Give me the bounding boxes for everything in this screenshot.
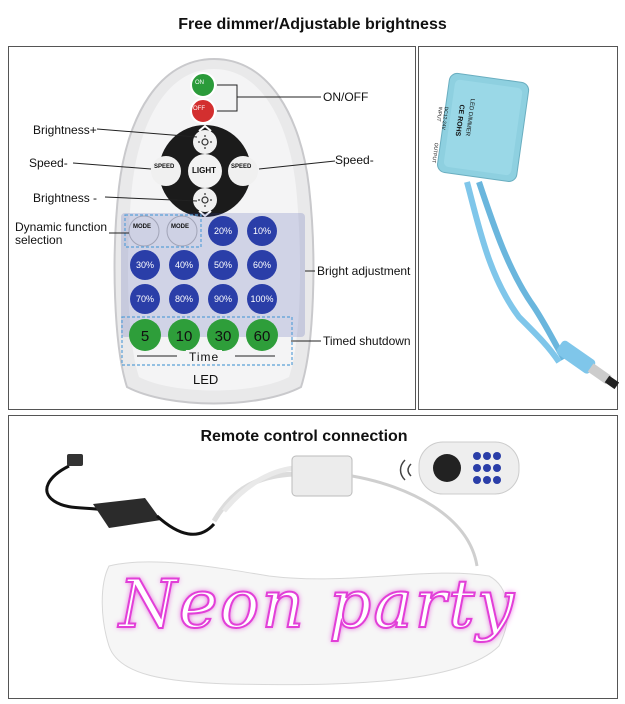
- callout-brightness-minus: Brightness -: [33, 191, 98, 205]
- connection-illustration: [45, 441, 520, 686]
- brand-label: LED: [193, 372, 219, 387]
- callout-on-off: ON/OFF: [323, 90, 369, 104]
- dimmer-panel: LED DIMMER CE ROHS DC12-24V INPUT OUTPUT: [418, 46, 619, 410]
- connection-panel: Remote control connection Neon party: [8, 415, 618, 699]
- timer-button-label: 10: [176, 328, 193, 345]
- brightness-up-icon: [198, 135, 212, 149]
- callout-bright-adjust: Bright adjustment: [317, 264, 411, 278]
- dimmer-illustration: [437, 72, 619, 390]
- percent-button[interactable]: [130, 250, 160, 280]
- timer-button[interactable]: [168, 319, 200, 351]
- remote-illustration: 10% 20% 30% 40% 50% 60% 70% 80% 90% 100% 5 10 30 60: [72, 57, 336, 405]
- bottom-title: Remote control connection: [200, 428, 408, 445]
- callout-speed-left: Speed-: [29, 156, 68, 170]
- timer-button[interactable]: [129, 319, 161, 351]
- on-button[interactable]: ON: [195, 80, 204, 86]
- timer-button-label: 60: [254, 328, 271, 345]
- percent-button[interactable]: [247, 216, 277, 246]
- percent-button[interactable]: [130, 284, 160, 314]
- percent-button[interactable]: [208, 250, 238, 280]
- percent-button-label: 20%: [214, 226, 232, 236]
- percent-button-label: 50%: [214, 260, 232, 270]
- mode-minus-button[interactable]: MODE: [133, 224, 151, 230]
- percent-button[interactable]: [169, 250, 199, 280]
- percent-button[interactable]: [247, 284, 277, 314]
- timer-button-label: 5: [141, 328, 149, 345]
- percent-button-label: 80%: [175, 294, 193, 304]
- light-button[interactable]: LIGHT: [192, 166, 216, 175]
- timer-button-label: 30: [215, 328, 232, 345]
- percent-button-label: 40%: [175, 260, 193, 270]
- callout-brightness-plus: Brightness+: [33, 123, 97, 137]
- top-title: Free dimmer/Adjustable brightness: [178, 16, 447, 33]
- percent-button-label: 60%: [253, 260, 271, 270]
- callout-dynamic: Dynamic function selection: [15, 220, 108, 247]
- percent-button-label: 10%: [253, 226, 271, 236]
- timer-button[interactable]: [207, 319, 239, 351]
- speed-plus-button[interactable]: SPEED: [231, 164, 252, 170]
- brightness-down-icon: [198, 193, 212, 207]
- speed-minus-button[interactable]: SPEED: [154, 164, 175, 170]
- percent-button[interactable]: [169, 284, 199, 314]
- percent-button[interactable]: [247, 250, 277, 280]
- percent-button[interactable]: [208, 284, 238, 314]
- percent-button-label: 70%: [136, 294, 154, 304]
- off-button[interactable]: OFF: [193, 106, 205, 112]
- percent-button-label: 30%: [136, 260, 154, 270]
- timer-button[interactable]: [246, 319, 278, 351]
- time-label: Time: [186, 350, 223, 364]
- signal-waves-icon: [399, 459, 412, 481]
- percent-button[interactable]: [208, 216, 238, 246]
- mode-plus-button[interactable]: MODE: [171, 224, 189, 230]
- callout-timed-shutdown: Timed shutdown: [323, 334, 411, 348]
- callout-speed-right: Speed-: [335, 153, 374, 167]
- percent-button-label: 100%: [250, 294, 273, 304]
- plug-icon: [67, 454, 83, 466]
- percent-button-label: 90%: [214, 294, 232, 304]
- neon-sign-text: Neon party: [118, 565, 516, 644]
